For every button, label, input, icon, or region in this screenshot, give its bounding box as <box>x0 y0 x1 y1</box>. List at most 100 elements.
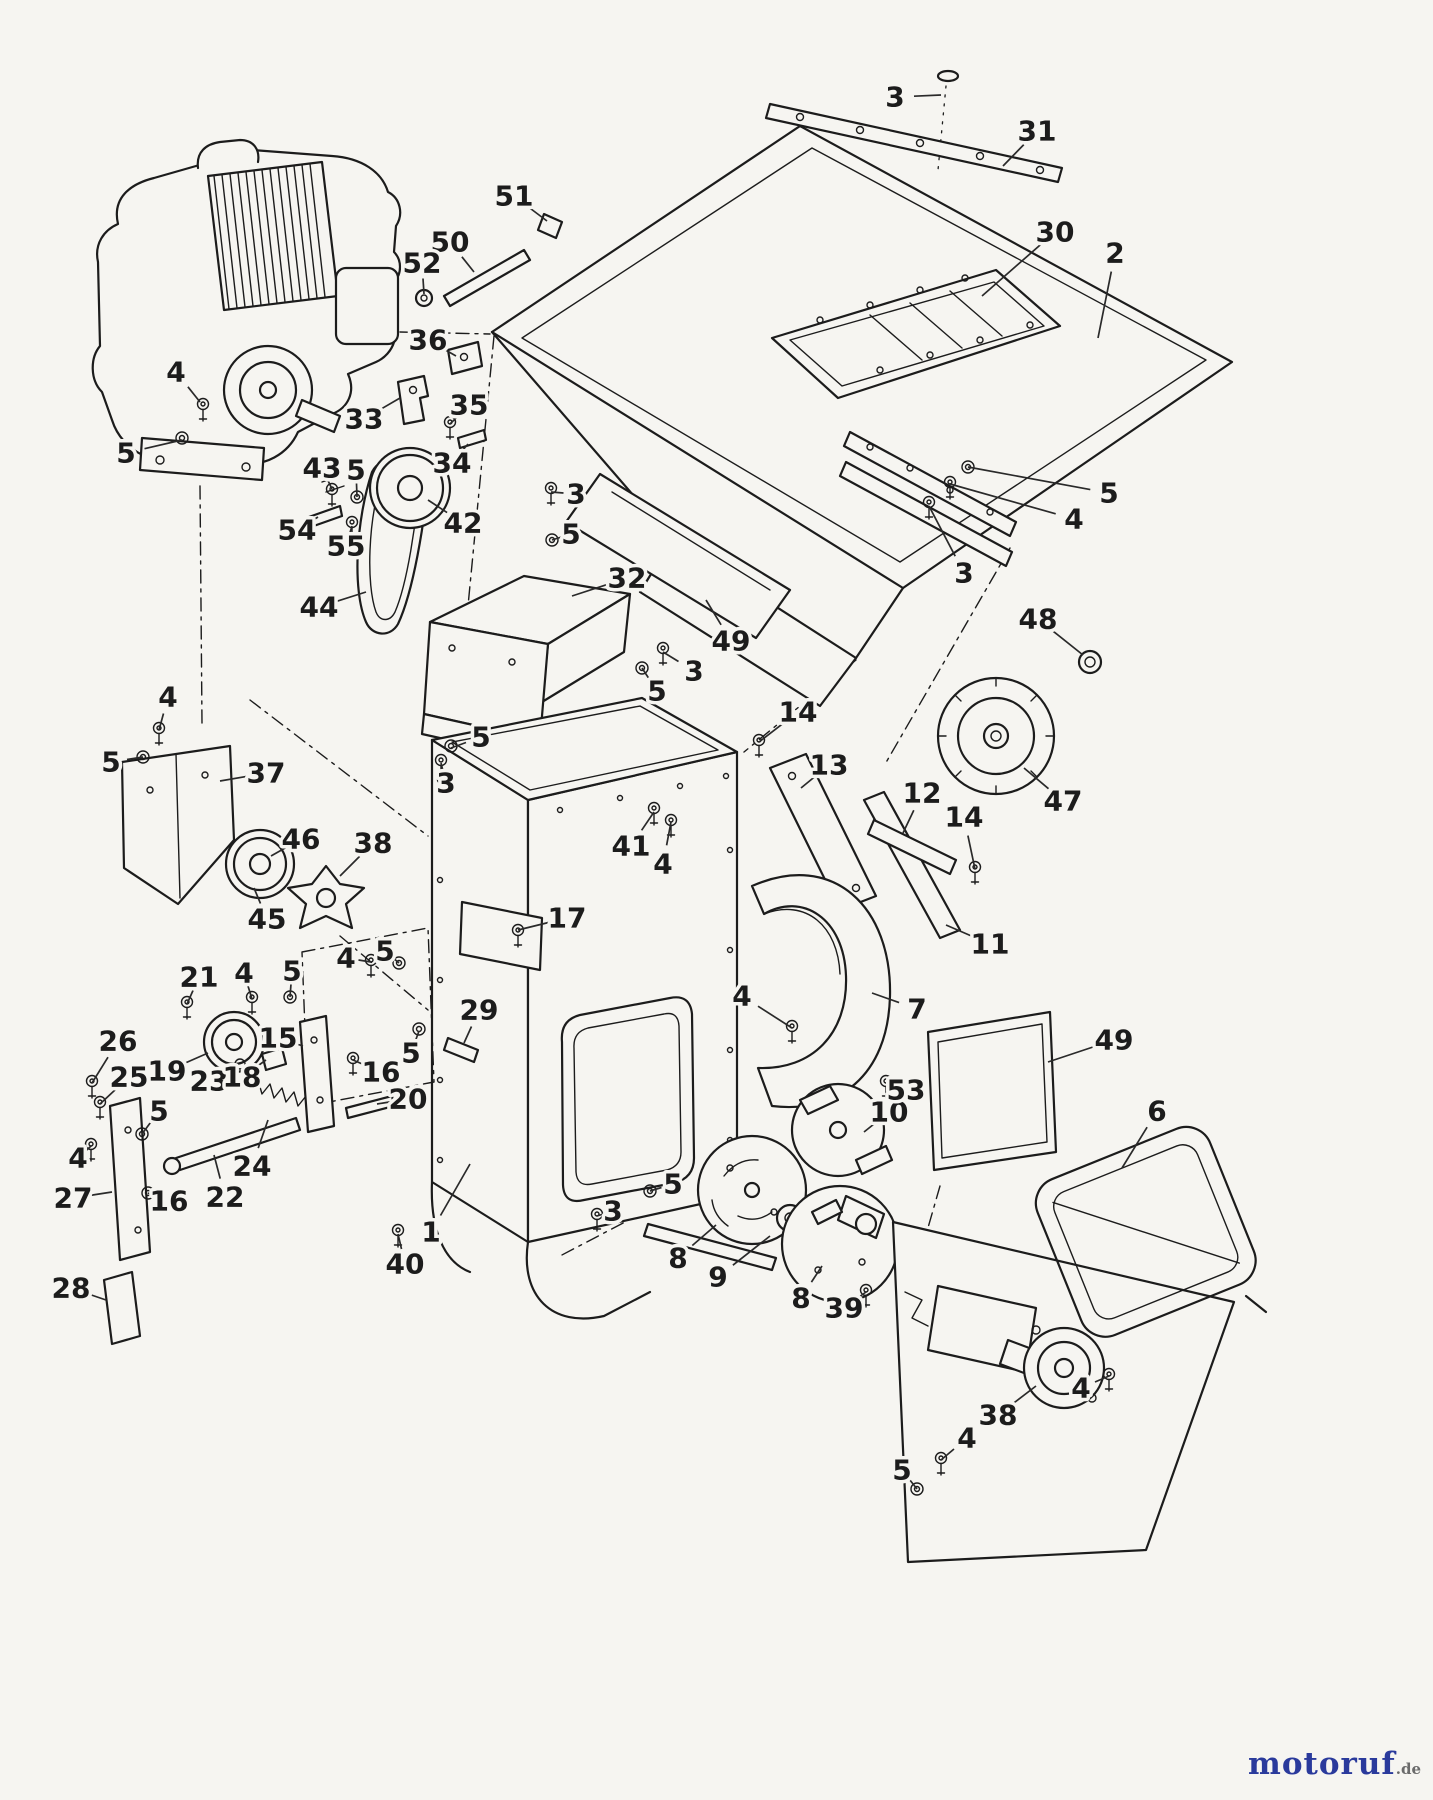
part-callout-3: 3 <box>954 557 973 590</box>
bracket-part-17 <box>458 900 544 972</box>
part-callout-4: 4 <box>957 1422 976 1455</box>
part-callout-36: 36 <box>409 324 448 357</box>
part-callout-37: 37 <box>247 757 286 790</box>
pulley-part-42 <box>368 446 452 530</box>
washer-part-23 <box>234 1058 246 1070</box>
leader-line <box>184 1052 209 1065</box>
part-callout-28: 28 <box>52 1272 91 1305</box>
part-callout-34: 34 <box>433 447 472 480</box>
hopper-rail <box>842 430 1018 538</box>
part-callout-4: 4 <box>653 848 672 881</box>
part-callout-53: 53 <box>887 1074 926 1107</box>
part-callout-5: 5 <box>401 1037 420 1070</box>
leader-line <box>854 1291 867 1301</box>
part-callout-3: 3 <box>436 767 455 800</box>
leader-line <box>981 243 1042 297</box>
part-callout-4: 4 <box>732 980 751 1013</box>
part-callout-49: 49 <box>1095 1024 1134 1057</box>
leader-line <box>757 1005 793 1029</box>
part-callout-32: 32 <box>608 562 647 595</box>
leader-line <box>439 1163 471 1216</box>
part-callout-22: 22 <box>206 1181 245 1214</box>
bar-part-12 <box>866 818 958 876</box>
part-callout-47: 47 <box>1044 785 1083 818</box>
part-callout-12: 12 <box>903 777 942 810</box>
leader-line <box>147 1192 159 1198</box>
part-callout-27: 27 <box>54 1182 93 1215</box>
part-callout-4: 4 <box>1071 1372 1090 1405</box>
leader-line <box>967 835 976 870</box>
part-callout-6: 6 <box>1147 1095 1166 1128</box>
leader-line <box>913 94 942 98</box>
watermark-tld-text: .de <box>1395 1760 1421 1778</box>
leader-line <box>1121 1126 1148 1169</box>
part-callout-39: 39 <box>825 1292 864 1325</box>
leader-line <box>270 846 287 857</box>
pin-part-54 <box>304 504 344 530</box>
leader-line <box>126 756 144 761</box>
leader-line <box>376 1100 393 1105</box>
leader-line <box>141 1121 152 1135</box>
clip-part-18 <box>260 1046 288 1072</box>
leader-line <box>144 439 183 450</box>
part-callout-5: 5 <box>149 1095 168 1128</box>
part-callout-16: 16 <box>150 1185 189 1218</box>
part-callout-3: 3 <box>684 655 703 688</box>
part-callout-52: 52 <box>403 247 442 280</box>
leader-line <box>528 206 548 222</box>
engine-shaft <box>294 398 342 434</box>
leader-line <box>902 809 915 834</box>
part-callout-33: 33 <box>345 403 384 436</box>
pulley-part-46 <box>224 828 296 900</box>
leader-line <box>1097 271 1113 339</box>
leader-line <box>908 1478 918 1490</box>
leader-line <box>257 1119 269 1149</box>
cap-part-51 <box>536 212 564 240</box>
leader-line <box>641 667 651 680</box>
leader-line <box>91 1056 109 1084</box>
bracket-part-15 <box>298 1014 336 1134</box>
part-callout-49: 49 <box>712 625 751 658</box>
part-callout-14: 14 <box>779 696 818 729</box>
callout-leader-lines <box>83 94 1148 1490</box>
leader-line <box>158 713 165 731</box>
impeller-assembly <box>642 1082 900 1304</box>
part-callout-4: 4 <box>1064 503 1083 536</box>
strip-part-28 <box>102 1270 142 1346</box>
part-callout-2: 2 <box>1105 237 1124 270</box>
leader-line <box>223 1064 239 1074</box>
leader-line <box>463 1026 473 1044</box>
leader-line <box>339 855 361 877</box>
part-callout-5: 5 <box>561 518 580 551</box>
housing-opening <box>560 996 696 1203</box>
side-panel-part-49 <box>926 1010 1058 1172</box>
bolt-icon <box>152 721 166 746</box>
bracket-part-33 <box>396 374 430 426</box>
leader-line <box>414 1030 420 1043</box>
leader-line <box>253 887 262 904</box>
lower-right-panel <box>891 1220 1236 1564</box>
leader-line <box>219 775 248 782</box>
part-callout-23: 23 <box>190 1065 229 1098</box>
part-callout-30: 30 <box>1036 216 1075 249</box>
engine-tank <box>334 266 400 346</box>
part-callout-8: 8 <box>668 1242 687 1275</box>
leader-line <box>1002 144 1025 167</box>
leader-line <box>91 1191 113 1196</box>
bolt-icon <box>544 481 558 506</box>
leader-line <box>326 478 333 490</box>
leader-line <box>550 491 564 494</box>
part-callout-15: 15 <box>259 1022 298 1055</box>
part-callout-4: 4 <box>68 1142 87 1175</box>
bolt-icon <box>785 1019 799 1044</box>
drive-belt-assembly <box>356 446 452 635</box>
leader-line <box>427 499 448 514</box>
part-callout-5: 5 <box>1099 477 1118 510</box>
leader-line <box>705 599 722 626</box>
leader-line <box>662 651 679 663</box>
leader-line <box>441 347 457 357</box>
leader-line <box>928 505 956 557</box>
part-callout-5: 5 <box>116 437 135 470</box>
